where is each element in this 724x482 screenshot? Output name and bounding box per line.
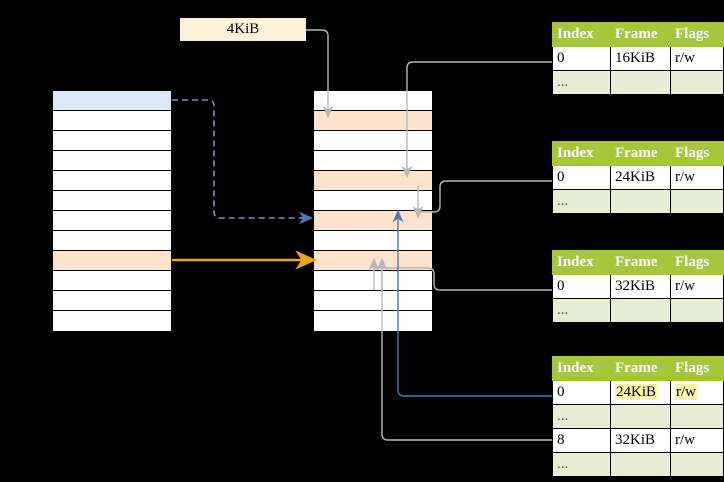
page-size-label: 4KiB [226, 21, 260, 37]
memory-row [314, 131, 432, 151]
highlighted-value: 24KiB [615, 384, 658, 400]
memory-row [53, 291, 171, 311]
table-cell: 24KiB [610, 380, 671, 405]
table-cell [610, 404, 671, 429]
memory-row [53, 211, 171, 231]
wire-table2-to-frame [417, 180, 552, 219]
column-header-frame: Frame [610, 141, 671, 166]
memory-row [314, 91, 432, 111]
column-header-flags: Flags [670, 356, 724, 381]
wire-virtual-blue-mapping [172, 99, 314, 225]
table-cell [610, 452, 671, 477]
table-cell: 0 [552, 165, 611, 190]
memory-row [314, 291, 432, 311]
memory-row [53, 271, 171, 291]
column-header-index: Index [552, 141, 611, 166]
table-cell: 32KiB [610, 428, 671, 453]
table-cell: r/w [670, 428, 724, 453]
table-cell [610, 70, 671, 95]
table-cell [670, 404, 724, 429]
table-cell: 8 [552, 428, 611, 453]
virtual-address-column [52, 90, 172, 331]
table-row: ... [552, 452, 724, 477]
column-header-frame: Frame [610, 250, 671, 275]
column-header-index: Index [552, 22, 611, 47]
table-cell: r/w [670, 165, 724, 190]
memory-row [314, 171, 432, 191]
column-header-flags: Flags [670, 250, 724, 275]
memory-row [53, 311, 171, 331]
highlighted-value: r/w [675, 384, 697, 400]
memory-row [53, 191, 171, 211]
table-cell: r/w [670, 380, 724, 405]
table-cell [670, 298, 724, 323]
memory-row [314, 271, 432, 291]
table-cell: 0 [552, 274, 611, 299]
table-cell: 32KiB [610, 274, 671, 299]
table-row: ... [552, 70, 724, 95]
table-cell [670, 189, 724, 214]
table-cell [670, 70, 724, 95]
column-header-frame: Frame [610, 22, 671, 47]
table-cell: 24KiB [610, 165, 671, 190]
column-header-flags: Flags [670, 141, 724, 166]
memory-row [314, 191, 432, 211]
memory-row [53, 171, 171, 191]
table-row: ... [552, 298, 724, 323]
table-cell: ... [552, 70, 611, 95]
memory-row [314, 251, 432, 271]
physical-memory-column [313, 90, 433, 331]
table-cell [670, 452, 724, 477]
memory-row [314, 211, 432, 231]
table-cell: r/w [670, 274, 724, 299]
table-cell: ... [552, 404, 611, 429]
column-header-flags: Flags [670, 22, 724, 47]
memory-row [53, 231, 171, 251]
table-cell: 0 [552, 46, 611, 71]
memory-row [314, 311, 432, 331]
memory-row [53, 91, 171, 111]
table-cell: 0 [552, 380, 611, 405]
memory-row [314, 151, 432, 171]
page-size-box: 4KiB [180, 18, 306, 41]
table-cell [610, 189, 671, 214]
memory-row [53, 151, 171, 171]
column-header-index: Index [552, 250, 611, 275]
column-header-frame: Frame [610, 356, 671, 381]
column-header-index: Index [552, 356, 611, 381]
table-cell: ... [552, 189, 611, 214]
table-cell: ... [552, 452, 611, 477]
table-cell [610, 298, 671, 323]
table-cell: 16KiB [610, 46, 671, 71]
memory-row [53, 111, 171, 131]
memory-row [53, 131, 171, 151]
table-cell: ... [552, 298, 611, 323]
table-cell: r/w [670, 46, 724, 71]
table-row: ... [552, 404, 724, 429]
memory-row [53, 251, 171, 271]
memory-row [314, 111, 432, 131]
memory-row [314, 231, 432, 251]
table-row: ... [552, 189, 724, 214]
